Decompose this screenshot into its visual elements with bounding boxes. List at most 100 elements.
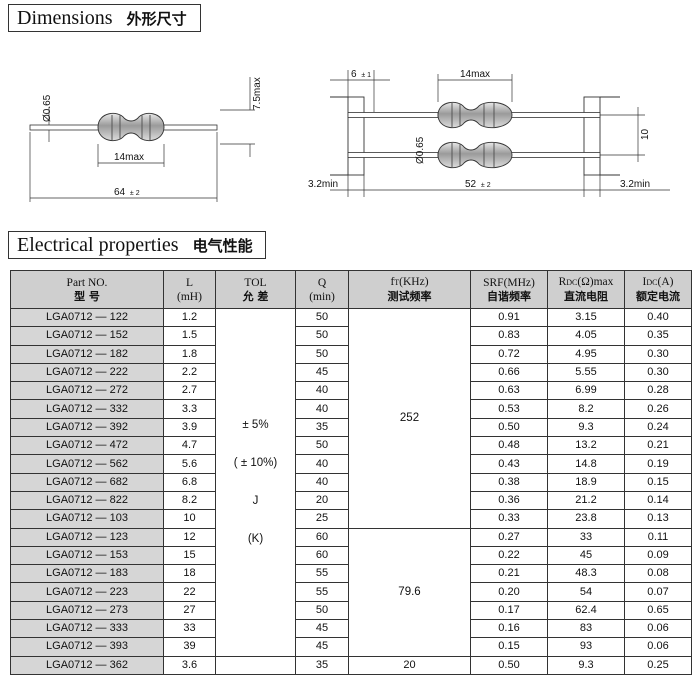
- table-row: LGA0712 — 362 3.6 35 20 0.50 9.3 0.25: [10, 655, 692, 675]
- cell-idc: 0.30: [624, 344, 692, 364]
- cell-part: LGA0712 — 273: [10, 600, 164, 621]
- taped-diameter-label: Ø0.65: [415, 136, 426, 164]
- cell-l: 2.2: [163, 362, 216, 383]
- cell-l: 15: [163, 545, 216, 566]
- cell-rdc: 13.2: [547, 436, 625, 456]
- cell-rdc: 3.15: [547, 307, 625, 328]
- cell-q: 35: [295, 655, 349, 675]
- electrical-title-en: Electrical properties: [17, 233, 179, 256]
- single-diameter-label: Ø0.65: [42, 94, 53, 122]
- right-lead: [161, 124, 218, 131]
- cell-q: 40: [295, 381, 349, 401]
- table-row: LGA0712 — 153 15 60 0.22 45 0.09: [10, 545, 692, 566]
- cell-idc: 0.09: [624, 545, 692, 566]
- taped-left-min-label: 3.2min: [308, 179, 338, 190]
- cell-q: 50: [295, 436, 349, 456]
- cell-l: 1.8: [163, 344, 216, 364]
- table-row: LGA0712 — 333 33 45 0.16 83 0.06: [10, 619, 692, 639]
- header-q: Q (min): [295, 270, 349, 309]
- cell-part: LGA0712 — 152: [10, 326, 164, 346]
- cell-l: 3.6: [163, 655, 216, 675]
- header-srf: SRF(MHz) 自谐频率: [470, 270, 548, 309]
- cell-rdc: 83: [547, 619, 625, 639]
- cell-l: 18: [163, 564, 216, 584]
- right-tape: [583, 96, 601, 176]
- cell-rdc: 48.3: [547, 564, 625, 584]
- cell-l: 39: [163, 637, 216, 657]
- cell-l: 33: [163, 619, 216, 639]
- table-row: LGA0712 — 392 3.9 35 0.50 9.3 0.24: [10, 417, 692, 438]
- cell-tolerance-merged: ± 5% ( ± 10%) J (K): [215, 308, 296, 657]
- cell-part: LGA0712 — 472: [10, 436, 164, 456]
- table-row: LGA0712 — 393 39 45 0.15 93 0.06: [10, 637, 692, 657]
- cell-q: 35: [295, 417, 349, 438]
- cell-idc: 0.08: [624, 564, 692, 584]
- cell-q: 50: [295, 344, 349, 364]
- cell-srf: 0.36: [470, 490, 548, 511]
- taped-right-min-label: 3.2min: [620, 179, 650, 190]
- cell-l: 8.2: [163, 490, 216, 511]
- cell-srf: 0.53: [470, 399, 548, 419]
- table-row: LGA0712 — 472 4.7 50 0.48 13.2 0.21: [10, 436, 692, 456]
- cell-srf: 0.66: [470, 362, 548, 383]
- cell-rdc: 14.8: [547, 454, 625, 474]
- taped-pitch-label: 10: [640, 128, 651, 140]
- cell-q: 50: [295, 307, 349, 328]
- header-tolerance: TOL 允 差: [215, 270, 296, 309]
- table-row: LGA0712 — 682 6.8 40 0.38 18.9 0.15: [10, 472, 692, 492]
- cell-part: LGA0712 — 393: [10, 637, 164, 657]
- cell-srf: 0.16: [470, 619, 548, 639]
- cell-part: LGA0712 — 103: [10, 509, 164, 529]
- cell-rdc: 62.4: [547, 600, 625, 621]
- cell-q: 60: [295, 545, 349, 566]
- electrical-properties-table: Part NO. 型 号 L (mH) TOL 允 差 Q (min) fT(K…: [10, 270, 692, 675]
- cell-srf: 0.43: [470, 454, 548, 474]
- cell-l: 12: [163, 527, 216, 547]
- table-row: LGA0712 — 272 2.7 40 0.63 6.99 0.28: [10, 381, 692, 401]
- cell-idc: 0.14: [624, 490, 692, 511]
- cell-l: 3.9: [163, 417, 216, 438]
- cell-l: 6.8: [163, 472, 216, 492]
- cell-srf: 0.27: [470, 527, 548, 547]
- cell-rdc: 93: [547, 637, 625, 657]
- cell-srf: 0.22: [470, 545, 548, 566]
- header-part: Part NO. 型 号: [10, 270, 164, 309]
- cell-q: 40: [295, 399, 349, 419]
- cell-idc: 0.65: [624, 600, 692, 621]
- header-test-frequency: fT(KHz) 测试频率: [348, 270, 471, 309]
- cell-l: 3.3: [163, 399, 216, 419]
- cell-rdc: 4.05: [547, 326, 625, 346]
- cell-idc: 0.19: [624, 454, 692, 474]
- cell-q: 25: [295, 509, 349, 529]
- cell-idc: 0.26: [624, 399, 692, 419]
- table-row: LGA0712 — 223 22 55 0.20 54 0.07: [10, 582, 692, 602]
- cell-q: 60: [295, 527, 349, 547]
- cell-rdc: 33: [547, 527, 625, 547]
- cell-l: 22: [163, 582, 216, 602]
- cell-idc: 0.28: [624, 381, 692, 401]
- cell-rdc: 54: [547, 582, 625, 602]
- cell-idc: 0.06: [624, 637, 692, 657]
- cell-rdc: 18.9: [547, 472, 625, 492]
- left-lead: [29, 124, 101, 131]
- cell-idc: 0.35: [624, 326, 692, 346]
- cell-rdc: 8.2: [547, 399, 625, 419]
- cell-l: 10: [163, 509, 216, 529]
- cell-part: LGA0712 — 223: [10, 582, 164, 602]
- table-row: LGA0712 — 122 1.2 ± 5% ( ± 10%) J (K) 50…: [10, 307, 692, 657]
- cell-idc: 0.06: [624, 619, 692, 639]
- cell-idc: 0.40: [624, 307, 692, 328]
- cell-part: LGA0712 — 333: [10, 619, 164, 639]
- cell-part: LGA0712 — 182: [10, 344, 164, 364]
- cell-ft-20: 20: [348, 655, 471, 675]
- cell-idc: 0.21: [624, 436, 692, 456]
- cell-part: LGA0712 — 122: [10, 307, 164, 328]
- cell-srf: 0.48: [470, 436, 548, 456]
- cell-idc: 0.15: [624, 472, 692, 492]
- taped-spacing-label: 6 ± 1: [351, 69, 371, 80]
- cell-q: 50: [295, 326, 349, 346]
- cell-srf: 0.83: [470, 326, 548, 346]
- cell-rdc: 6.99: [547, 381, 625, 401]
- table-row: LGA0712 — 103 10 25 0.33 23.8 0.13: [10, 509, 692, 529]
- cell-l: 1.5: [163, 326, 216, 346]
